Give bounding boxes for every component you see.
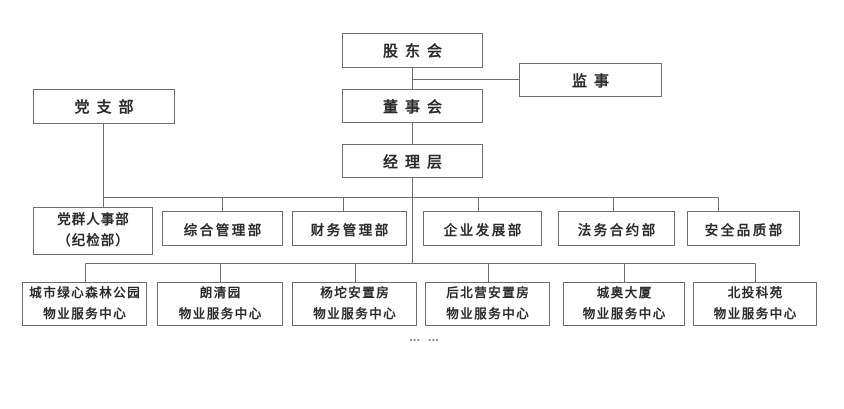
node-center-beitou: 北投科苑 物业服务中心 xyxy=(693,282,817,326)
node-dept-safety: 安全品质部 xyxy=(687,211,800,246)
node-center-forest-park: 城市绿心森林公园 物业服务中心 xyxy=(22,282,147,326)
node-dept-party-hr: 党群人事部 （纪检部） xyxy=(33,207,153,255)
node-dept-development: 企业发展部 xyxy=(423,211,542,246)
node-party-branch: 党支部 xyxy=(33,89,175,124)
node-center-yangtuo: 杨坨安置房 物业服务中心 xyxy=(292,282,417,326)
node-dept-general: 综合管理部 xyxy=(162,211,283,246)
node-dept-legal: 法务合约部 xyxy=(558,211,675,246)
node-board: 董事会 xyxy=(342,89,483,123)
node-shareholders: 股东会 xyxy=(342,33,483,68)
node-management: 经理层 xyxy=(342,144,483,178)
node-center-langqingyuan: 朗清园 物业服务中心 xyxy=(157,282,283,326)
node-dept-finance: 财务管理部 xyxy=(292,211,407,246)
node-center-chengao: 城奥大厦 物业服务中心 xyxy=(563,282,685,326)
node-supervisor: 监事 xyxy=(519,63,662,97)
more-centers-ellipsis: … … xyxy=(409,331,441,344)
node-center-houbeiying: 后北营安置房 物业服务中心 xyxy=(425,282,550,326)
